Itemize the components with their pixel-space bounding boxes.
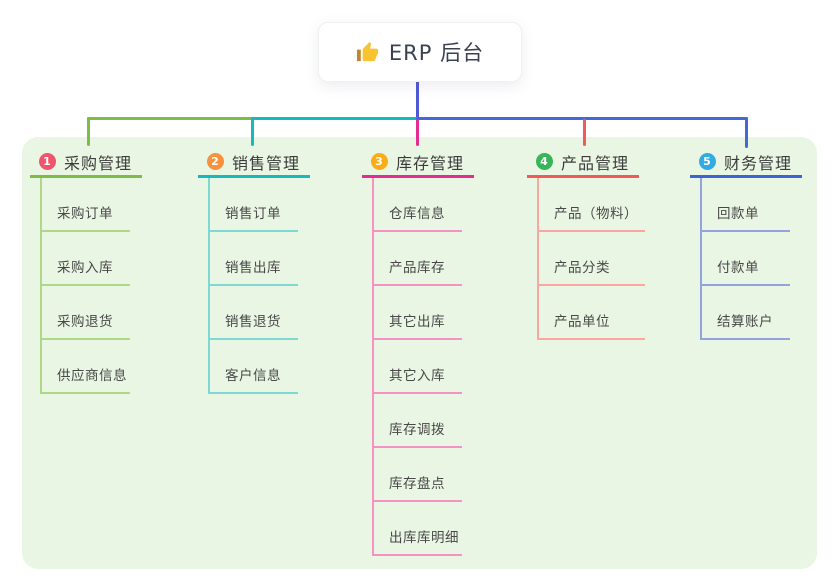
branch-inventory: 3 库存管理 仓库信息 产品库存 其它出库 其它入库 库存调拨 库存盘点 出库库… — [362, 148, 474, 556]
mindmap-node[interactable]: 销售出库 — [210, 232, 298, 286]
branch-title: 库存管理 — [396, 153, 465, 173]
branch-items: 回款单 付款单 结算账户 — [700, 178, 802, 340]
branch-sales: 2 销售管理 销售订单 销售出库 销售退货 客户信息 — [198, 148, 310, 394]
connector-drop-branch-4 — [583, 119, 586, 146]
branch-header-finance[interactable]: 5 财务管理 — [690, 148, 802, 178]
branch-finance: 5 财务管理 回款单 付款单 结算账户 — [690, 148, 802, 340]
branch-title: 销售管理 — [232, 153, 301, 173]
mindmap-node[interactable]: 其它入库 — [374, 340, 462, 394]
branch-header-procurement[interactable]: 1 采购管理 — [30, 148, 142, 178]
connector-bus-segment-3 — [416, 117, 748, 120]
mindmap-node[interactable]: 出库库明细 — [374, 502, 462, 556]
mindmap-node[interactable]: 销售订单 — [210, 178, 298, 232]
mindmap-node[interactable]: 采购订单 — [42, 178, 130, 232]
connector-bus-segment-1 — [87, 117, 254, 120]
mindmap-node[interactable]: 库存盘点 — [374, 448, 462, 502]
column-number-badge: 2 — [207, 153, 224, 170]
branch-items: 采购订单 采购入库 采购退货 供应商信息 — [40, 178, 142, 394]
mindmap-node[interactable]: 结算账户 — [702, 286, 790, 340]
branch-items: 产品（物料） 产品分类 产品单位 — [537, 178, 645, 340]
mindmap-node[interactable]: 采购退货 — [42, 286, 130, 340]
root-title: ERP 后台 — [388, 41, 485, 65]
mindmap-node[interactable]: 付款单 — [702, 232, 790, 286]
branch-product: 4 产品管理 产品（物料） 产品分类 产品单位 — [527, 148, 645, 340]
branch-header-inventory[interactable]: 3 库存管理 — [362, 148, 474, 178]
mindmap-node[interactable]: 产品（物料） — [539, 178, 645, 232]
mindmap-node[interactable]: 采购入库 — [42, 232, 130, 286]
board-background — [22, 137, 817, 569]
connector-drop-branch-1 — [87, 117, 90, 146]
column-number-badge: 3 — [371, 153, 388, 170]
connector-root-stem — [416, 80, 419, 118]
branch-header-product[interactable]: 4 产品管理 — [527, 148, 639, 178]
mindmap-node[interactable]: 销售退货 — [210, 286, 298, 340]
column-number-badge: 4 — [536, 153, 553, 170]
mindmap-node[interactable]: 产品库存 — [374, 232, 462, 286]
column-number-badge: 5 — [699, 153, 716, 170]
connector-drop-branch-3 — [416, 119, 419, 146]
mindmap-node[interactable]: 仓库信息 — [374, 178, 462, 232]
mindmap-node[interactable]: 产品分类 — [539, 232, 645, 286]
branch-header-sales[interactable]: 2 销售管理 — [198, 148, 310, 178]
branch-title: 产品管理 — [561, 153, 630, 173]
connector-drop-branch-5 — [745, 117, 748, 148]
mindmap-node[interactable]: 客户信息 — [210, 340, 298, 394]
mindmap-node[interactable]: 供应商信息 — [42, 340, 130, 394]
mindmap-node[interactable]: 回款单 — [702, 178, 790, 232]
column-number-badge: 1 — [39, 153, 56, 170]
mindmap-node[interactable]: 库存调拨 — [374, 394, 462, 448]
branch-procurement: 1 采购管理 采购订单 采购入库 采购退货 供应商信息 — [30, 148, 142, 394]
connector-bus-segment-2 — [252, 117, 418, 120]
thumbs-up-icon — [356, 41, 379, 64]
mindmap-node[interactable]: 产品单位 — [539, 286, 645, 340]
mindmap-node[interactable]: 其它出库 — [374, 286, 462, 340]
branch-title: 采购管理 — [64, 153, 133, 173]
branch-items: 仓库信息 产品库存 其它出库 其它入库 库存调拨 库存盘点 出库库明细 — [372, 178, 474, 556]
branch-items: 销售订单 销售出库 销售退货 客户信息 — [208, 178, 310, 394]
connector-drop-branch-2 — [251, 117, 254, 146]
root-node[interactable]: ERP 后台 — [318, 22, 522, 82]
branch-title: 财务管理 — [724, 153, 793, 173]
